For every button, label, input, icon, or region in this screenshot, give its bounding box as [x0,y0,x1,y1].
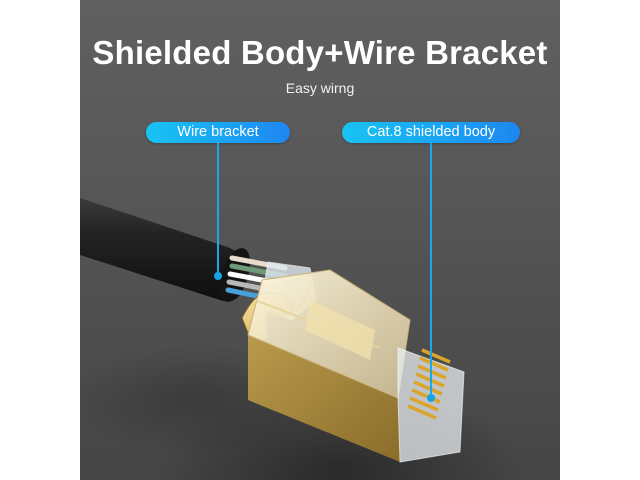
rj45-connector [247,269,465,463]
marker-dot-shielded-body [427,394,435,402]
page-subtitle: Easy wirng [285,80,355,96]
page-title: Shielded Body+Wire Bracket [92,34,548,71]
product-illustration [80,198,465,463]
callout-wire-bracket: Wire bracket [146,122,290,143]
product-image: Shielded Body+Wire Bracket Easy wirng Wi… [80,0,560,480]
leader-line-wire-bracket [217,142,219,276]
callout-shielded-body: Cat.8 shielded body [342,122,520,143]
marker-dot-wire-bracket [214,272,222,280]
leader-line-shielded-body [430,142,432,400]
